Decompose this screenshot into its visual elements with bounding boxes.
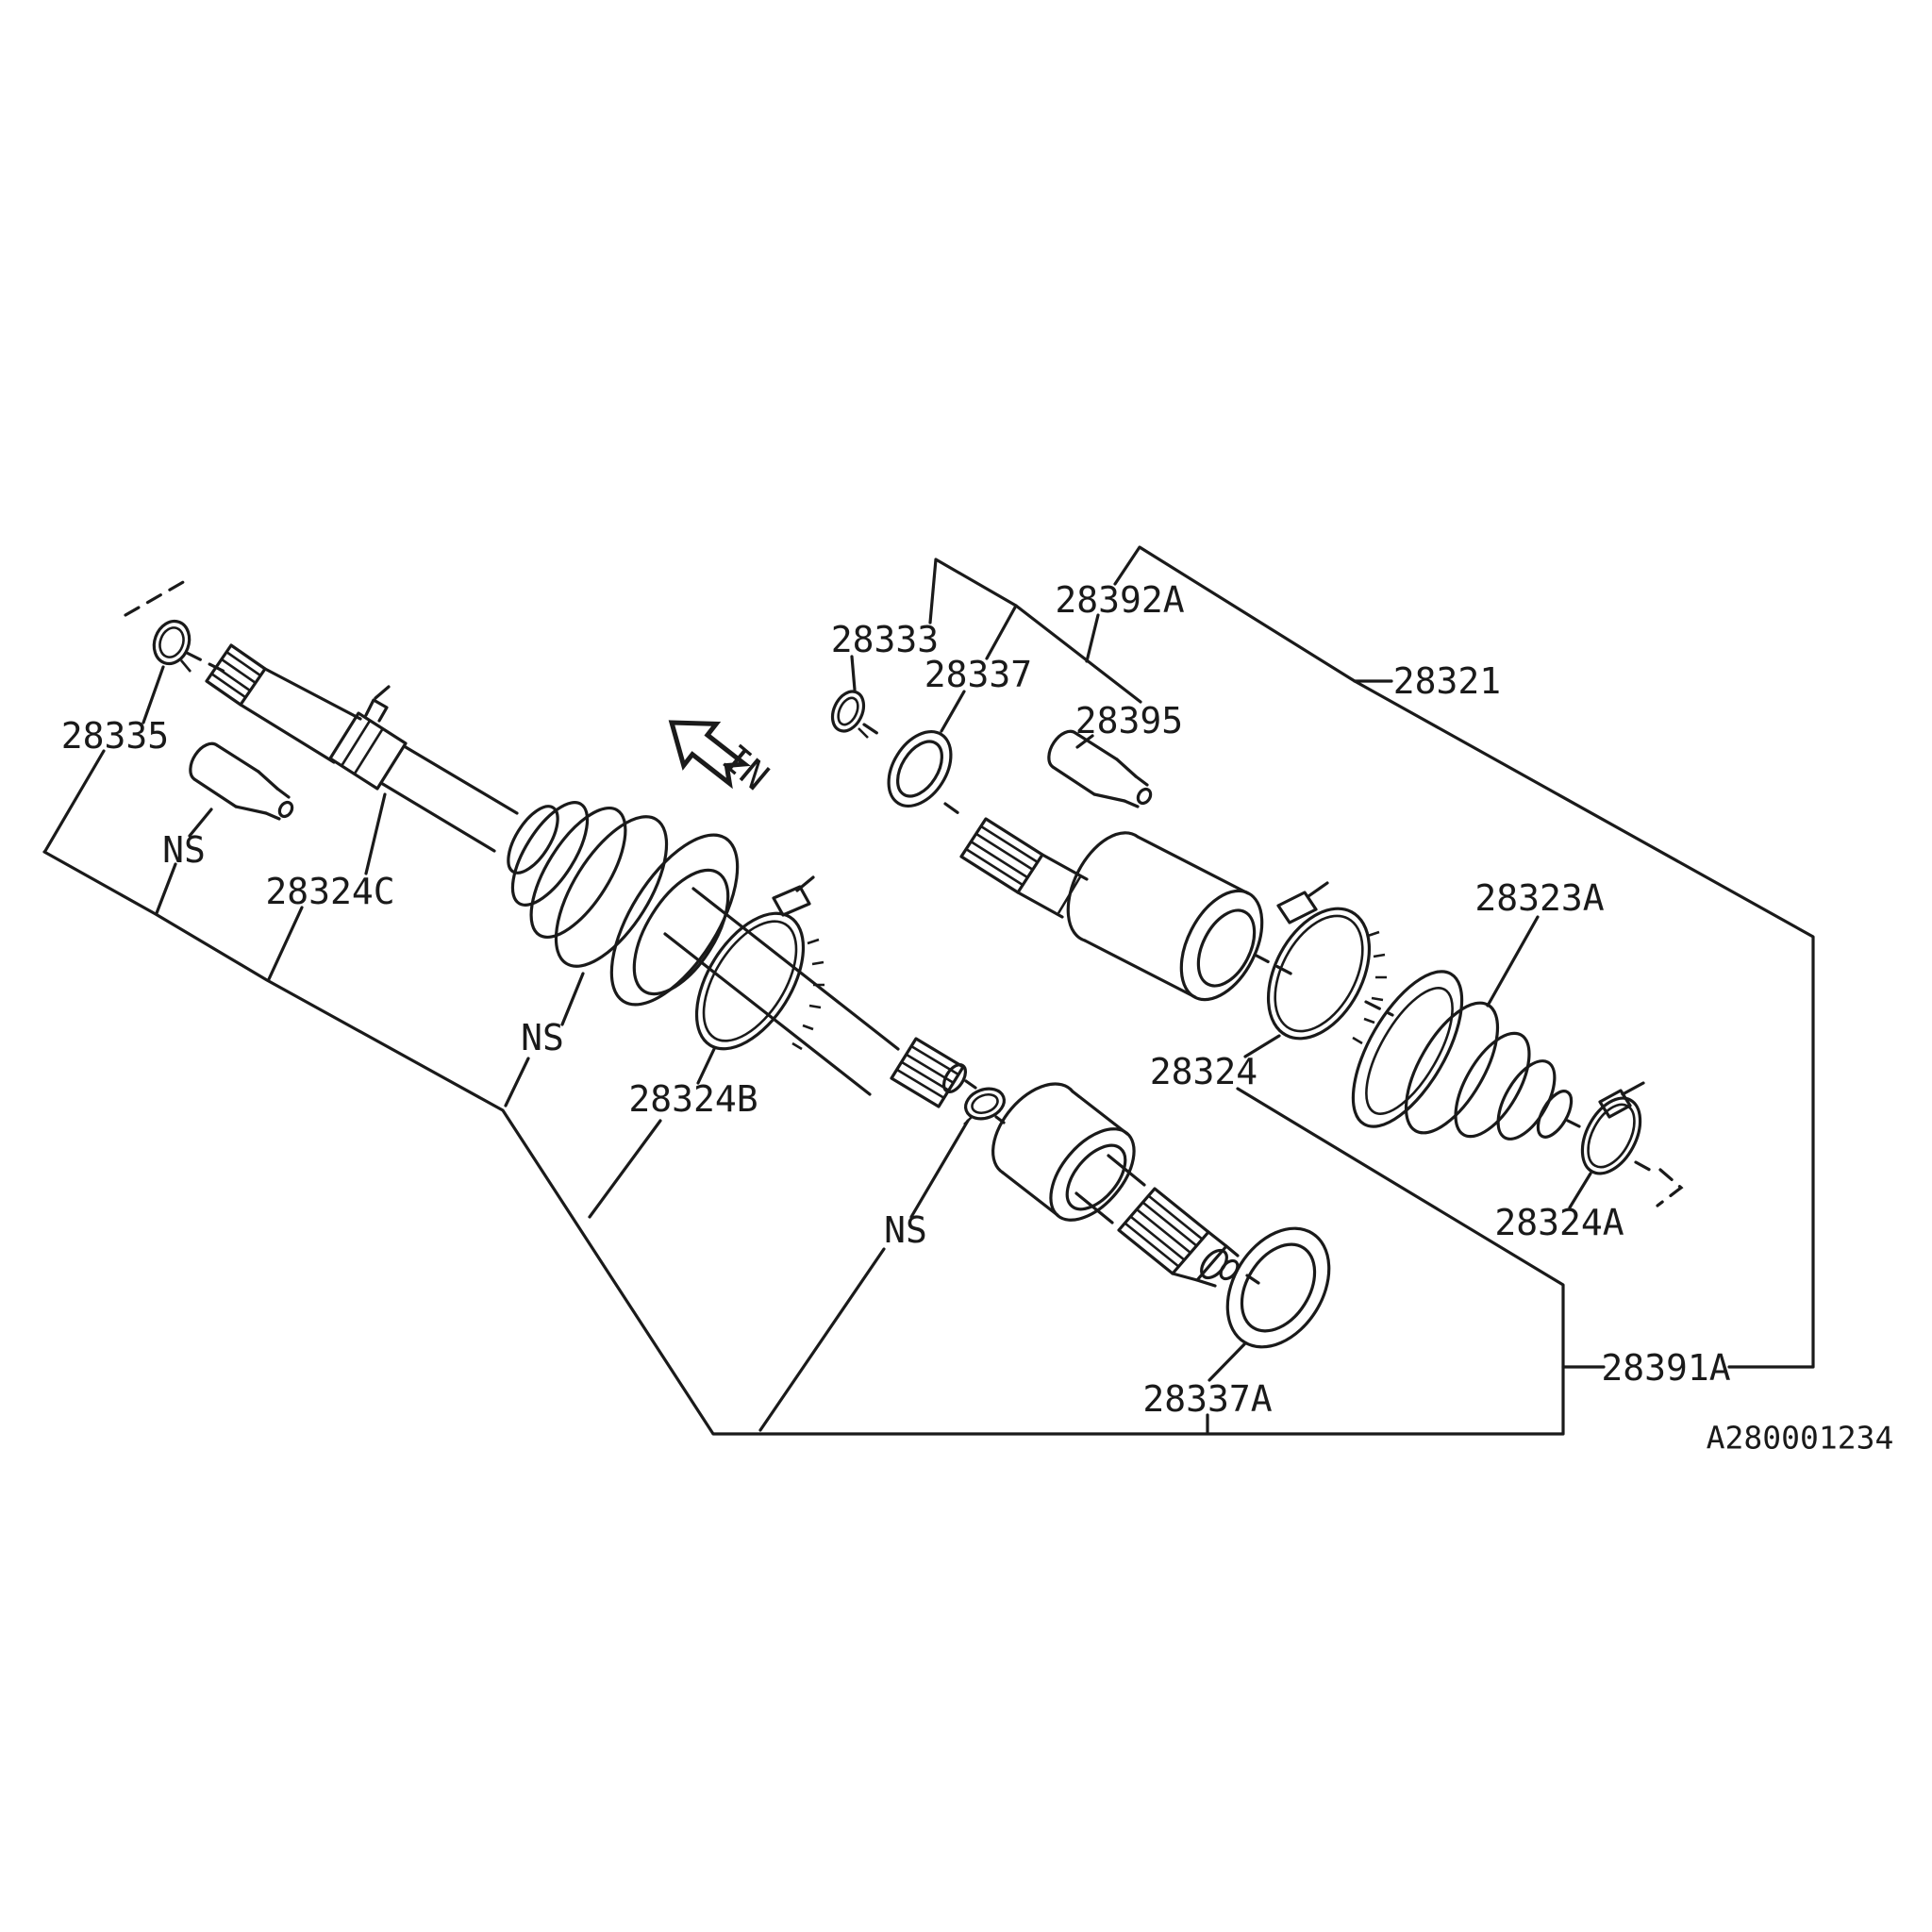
inner-joint-housing — [991, 1082, 1136, 1222]
inner-joint-stub-shaft — [1074, 1154, 1240, 1288]
callout-28337: 28337 — [924, 654, 1032, 695]
in-direction-arrow: IN — [668, 720, 776, 799]
callout-28335: 28335 — [61, 715, 169, 757]
callout-ns-grease-outer: NS — [162, 829, 206, 871]
callout-28323A: 28323A — [1474, 877, 1604, 919]
callout-28324B: 28324B — [628, 1078, 758, 1120]
callout-28324C: 28324C — [265, 871, 394, 912]
callout-28395: 28395 — [1075, 700, 1183, 741]
doj-joint-assembly — [959, 817, 1264, 1002]
boot-clamp-28324 — [1266, 881, 1387, 1045]
inner-cv-boot-28323A — [1351, 970, 1574, 1141]
callout-28391A: 28391A — [1601, 1347, 1730, 1389]
callout-28392A: 28392A — [1055, 579, 1184, 621]
boot-band-ring-28324B — [694, 875, 824, 1051]
figure-code: A280001234 — [1707, 1420, 1894, 1457]
grease-tube-ns-outer — [189, 741, 294, 821]
bracket-left-kit — [42, 850, 1565, 1436]
callout-ns-inner: NS — [884, 1209, 927, 1251]
grease-tube-28395 — [1047, 729, 1153, 808]
snap-ring-inner-ns — [963, 1087, 1006, 1125]
snap-ring-28335 — [152, 619, 192, 673]
center-shaft — [663, 887, 968, 1108]
bracket-right-kit — [1113, 545, 1815, 1369]
callout-28337A: 28337A — [1142, 1378, 1272, 1420]
retainer-ring-28337 — [887, 730, 953, 808]
callout-28333: 28333 — [831, 619, 939, 660]
callouts: 28335 NS 28324C NS 28324B NS 28337A 2833… — [61, 579, 1731, 1420]
baffle-ring-28337A — [1225, 1226, 1331, 1349]
callout-28324A: 28324A — [1494, 1202, 1624, 1243]
callout-28324: 28324 — [1150, 1051, 1257, 1092]
outer-shaft — [205, 643, 519, 853]
outer-cv-boot — [507, 801, 740, 1007]
leader-lines — [43, 655, 1592, 1434]
callout-ns-boot-outer: NS — [521, 1017, 564, 1058]
snap-ring-28333 — [830, 690, 869, 739]
bracket-top-spine — [928, 558, 1142, 704]
callout-28321: 28321 — [1393, 660, 1501, 702]
boot-clamp-28324A — [1580, 1081, 1645, 1175]
